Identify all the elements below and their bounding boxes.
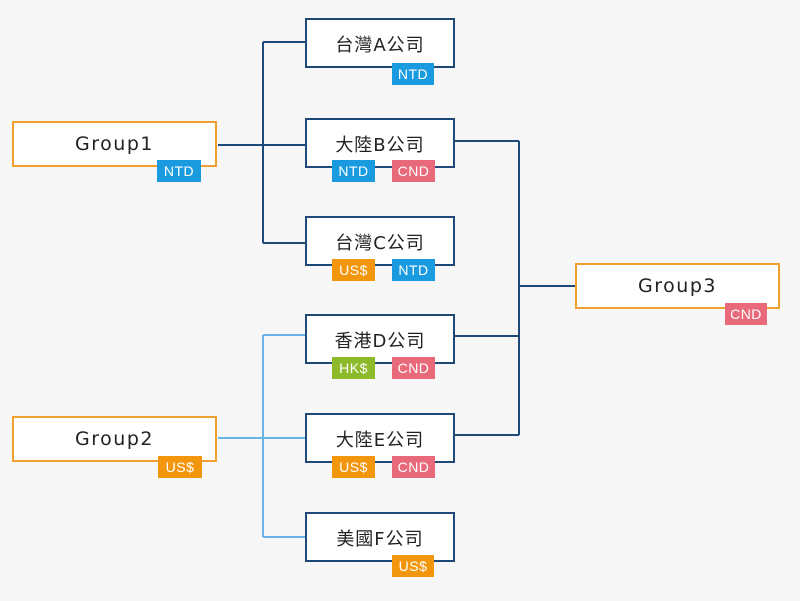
group3-box: Group3 xyxy=(575,263,780,309)
company-b-currency-badge-1: NTD xyxy=(332,160,375,182)
company-a-currency-badge: NTD xyxy=(392,63,434,85)
company-f-currency-badge: US$ xyxy=(392,555,434,577)
company-c-label: 台灣C公司 xyxy=(335,233,425,254)
company-a-label: 台灣A公司 xyxy=(335,35,425,56)
company-e-currency-badge-2: CND xyxy=(392,456,435,478)
company-b-label: 大陸B公司 xyxy=(335,135,425,156)
company-c-currency-badge-1: US$ xyxy=(332,259,375,281)
group1-currency-badge: NTD xyxy=(157,160,201,182)
company-f-label: 美國F公司 xyxy=(336,529,424,550)
company-c-box: 台灣C公司 xyxy=(305,216,455,266)
company-e-box: 大陸E公司 xyxy=(305,413,455,463)
company-f-box: 美國F公司 xyxy=(305,512,455,562)
group1-label: Group1 xyxy=(75,133,154,155)
company-b-box: 大陸B公司 xyxy=(305,118,455,168)
company-e-label: 大陸E公司 xyxy=(335,430,425,451)
group3-currency-badge: CND xyxy=(725,303,767,325)
company-a-box: 台灣A公司 xyxy=(305,18,455,68)
group1-box: Group1 xyxy=(12,121,217,167)
group2-label: Group2 xyxy=(75,428,154,450)
company-d-box: 香港D公司 xyxy=(305,314,455,364)
company-e-currency-badge-1: US$ xyxy=(332,456,375,478)
company-c-currency-badge-2: NTD xyxy=(392,259,435,281)
company-d-label: 香港D公司 xyxy=(334,331,426,352)
company-d-currency-badge-1: HK$ xyxy=(332,357,375,379)
group3-label: Group3 xyxy=(638,275,717,297)
company-b-currency-badge-2: CND xyxy=(392,160,435,182)
group2-box: Group2 xyxy=(12,416,217,462)
group2-currency-badge: US$ xyxy=(158,456,202,478)
company-d-currency-badge-2: CND xyxy=(392,357,435,379)
